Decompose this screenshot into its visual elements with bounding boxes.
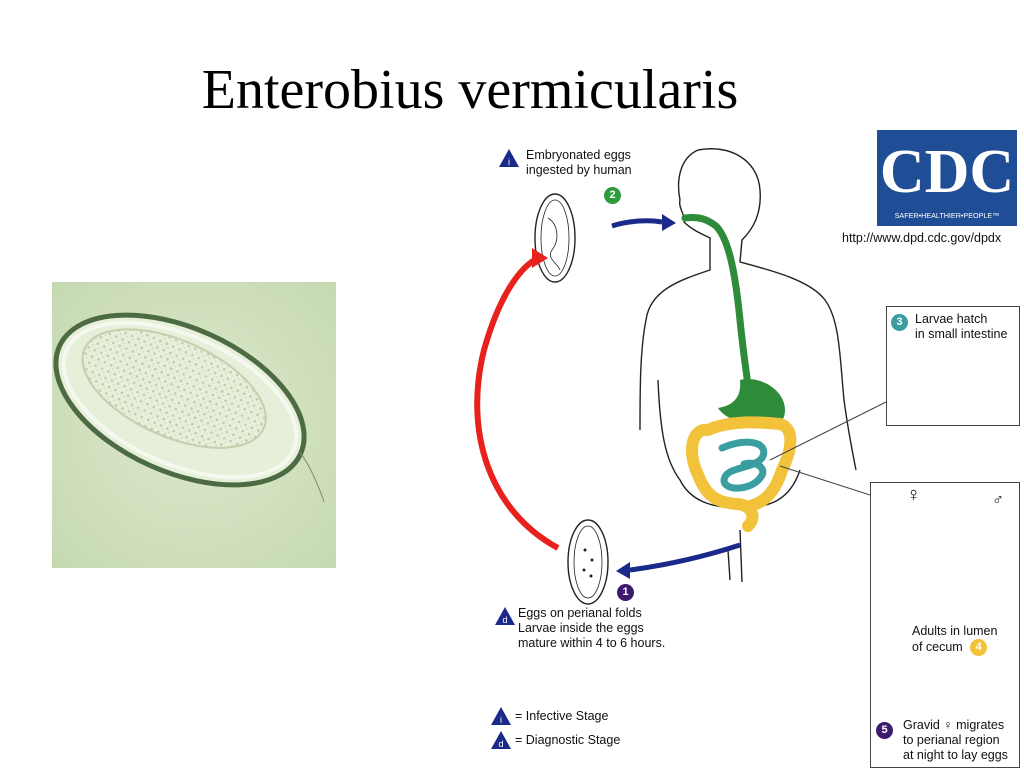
adults-box bbox=[870, 482, 1020, 768]
stage-1-badge: 1 bbox=[617, 584, 634, 601]
egg-perianal bbox=[567, 519, 609, 605]
cdc-logo: CDC SAFER•HEALTHIER•PEOPLE™ bbox=[877, 130, 1017, 226]
egg-ingested bbox=[534, 193, 576, 283]
stage-3-caption: 3 Larvae hatch in small intestine bbox=[891, 312, 1019, 342]
stage-5-line1: Gravid ♀ migrates bbox=[903, 718, 1005, 732]
legend-diagnostic: d = Diagnostic Stage bbox=[490, 728, 620, 752]
stage-5-line3: at night to lay eggs bbox=[903, 748, 1008, 762]
stage-d-line3: mature within 4 to 6 hours. bbox=[518, 636, 666, 650]
svg-text:d: d bbox=[498, 739, 503, 749]
svg-text:i: i bbox=[500, 715, 502, 725]
slide-title: Enterobius vermicularis bbox=[201, 59, 739, 121]
legend-infective-icon: i bbox=[491, 707, 511, 725]
infective-marker-icon: i bbox=[499, 149, 519, 167]
human-body-outline bbox=[639, 148, 857, 583]
stage-5-badge: 5 bbox=[876, 722, 893, 739]
legend: i = Infective Stage d = Diagnostic Stage bbox=[490, 704, 620, 752]
legend-diagnostic-icon: d bbox=[491, 731, 511, 749]
stage-3-line1: Larvae hatch bbox=[915, 312, 988, 326]
arrow-to-mouth bbox=[611, 218, 663, 229]
stage-4-caption: Adults in lumen of cecum 4 bbox=[912, 624, 1018, 656]
stage-4-badge: 4 bbox=[970, 639, 988, 656]
leader-adults bbox=[779, 465, 871, 496]
arrow-from-gut bbox=[629, 542, 741, 573]
colon bbox=[686, 416, 797, 532]
female-symbol: ♀ bbox=[906, 484, 921, 506]
cdc-tagline: SAFER•HEALTHIER•PEOPLE™ bbox=[895, 211, 1000, 220]
cdc-logo-text: CDC bbox=[880, 138, 1014, 206]
stage-i-line2: ingested by human bbox=[526, 163, 632, 177]
svg-text:d: d bbox=[502, 615, 507, 625]
leader-larvae bbox=[769, 401, 887, 461]
larvae-box bbox=[886, 306, 1020, 426]
male-symbol: ♂ bbox=[992, 492, 1004, 509]
cdc-url: http://www.dpd.cdc.gov/dpdx bbox=[842, 231, 1002, 245]
diagnostic-marker-icon: d bbox=[495, 607, 515, 625]
stage-5-line2: to perianal region bbox=[903, 733, 1000, 747]
stomach bbox=[718, 379, 785, 429]
stage-3-badge: 3 bbox=[891, 314, 908, 331]
stage-d-line2: Larvae inside the eggs bbox=[518, 621, 644, 635]
stage-4-line2: of cecum 4 bbox=[912, 639, 1018, 656]
esophagus bbox=[681, 214, 752, 389]
stage-2-badge: 2 bbox=[604, 187, 621, 204]
svg-text:i: i bbox=[508, 157, 510, 167]
stage-d-caption: d Eggs on perianal folds Larvae inside t… bbox=[494, 606, 665, 651]
stage-i-caption: i Embryonated eggs ingested by human bbox=[498, 148, 632, 178]
legend-diagnostic-text: = Diagnostic Stage bbox=[515, 733, 621, 747]
legend-infective: i = Infective Stage bbox=[490, 704, 620, 728]
stage-i-line1: Embryonated eggs bbox=[526, 148, 631, 162]
stage-d-line1: Eggs on perianal folds bbox=[518, 606, 642, 620]
stage-5-caption: 5 Gravid ♀ migrates to perianal region a… bbox=[876, 718, 1020, 763]
stage-4-line1: Adults in lumen bbox=[912, 624, 998, 638]
legend-infective-text: = Infective Stage bbox=[515, 709, 609, 723]
egg-micrograph bbox=[52, 282, 336, 568]
small-intestine bbox=[718, 438, 768, 492]
stage-3-line2: in small intestine bbox=[915, 327, 1008, 341]
cycle-arrow bbox=[474, 255, 560, 551]
